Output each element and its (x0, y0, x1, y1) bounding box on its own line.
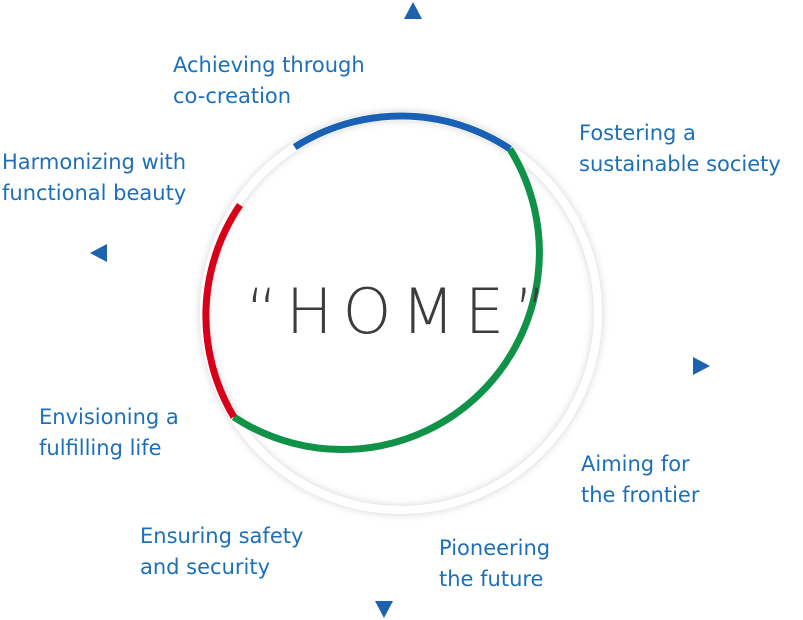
label-aiming-for-the-frontier: Aiming for the frontier (581, 449, 699, 511)
center-title: “HOME” (245, 275, 557, 348)
label-line: the frontier (581, 483, 700, 507)
label-line: Pioneering (439, 536, 551, 560)
label-line: functional beauty (2, 181, 187, 205)
label-achieving-through-co-creation: Achieving through co-creation (173, 50, 365, 112)
label-line: sustainable society (579, 152, 781, 176)
ring-segment-blue (292, 112, 512, 152)
label-line: and security (140, 555, 271, 579)
arrow-up (404, 2, 422, 210)
label-envisioning-fulfilling-life: Envisioning a fulfilling life (39, 402, 179, 464)
label-line: co-creation (173, 84, 292, 108)
label-line: fulfilling life (39, 436, 162, 460)
arrow-down (375, 408, 393, 618)
label-pioneering-the-future: Pioneering the future (439, 533, 550, 595)
label-ensuring-safety-security: Ensuring safety and security (140, 521, 303, 583)
label-line: Envisioning a (39, 405, 179, 429)
label-line: Harmonizing with (2, 150, 187, 174)
ring-segment-green (231, 147, 543, 454)
label-line: Fostering a (579, 121, 696, 145)
label-line: Aiming for (581, 452, 690, 476)
label-harmonizing-functional-beauty: Harmonizing with functional beauty (2, 147, 186, 209)
label-line: the future (439, 567, 544, 591)
ring-segment-red (202, 203, 243, 419)
label-line: Achieving through (173, 53, 365, 77)
label-fostering-sustainable-society: Fostering a sustainable society (579, 118, 781, 180)
label-line: Ensuring safety (140, 524, 304, 548)
arrow-right (497, 357, 710, 375)
arrow-left (90, 244, 305, 262)
